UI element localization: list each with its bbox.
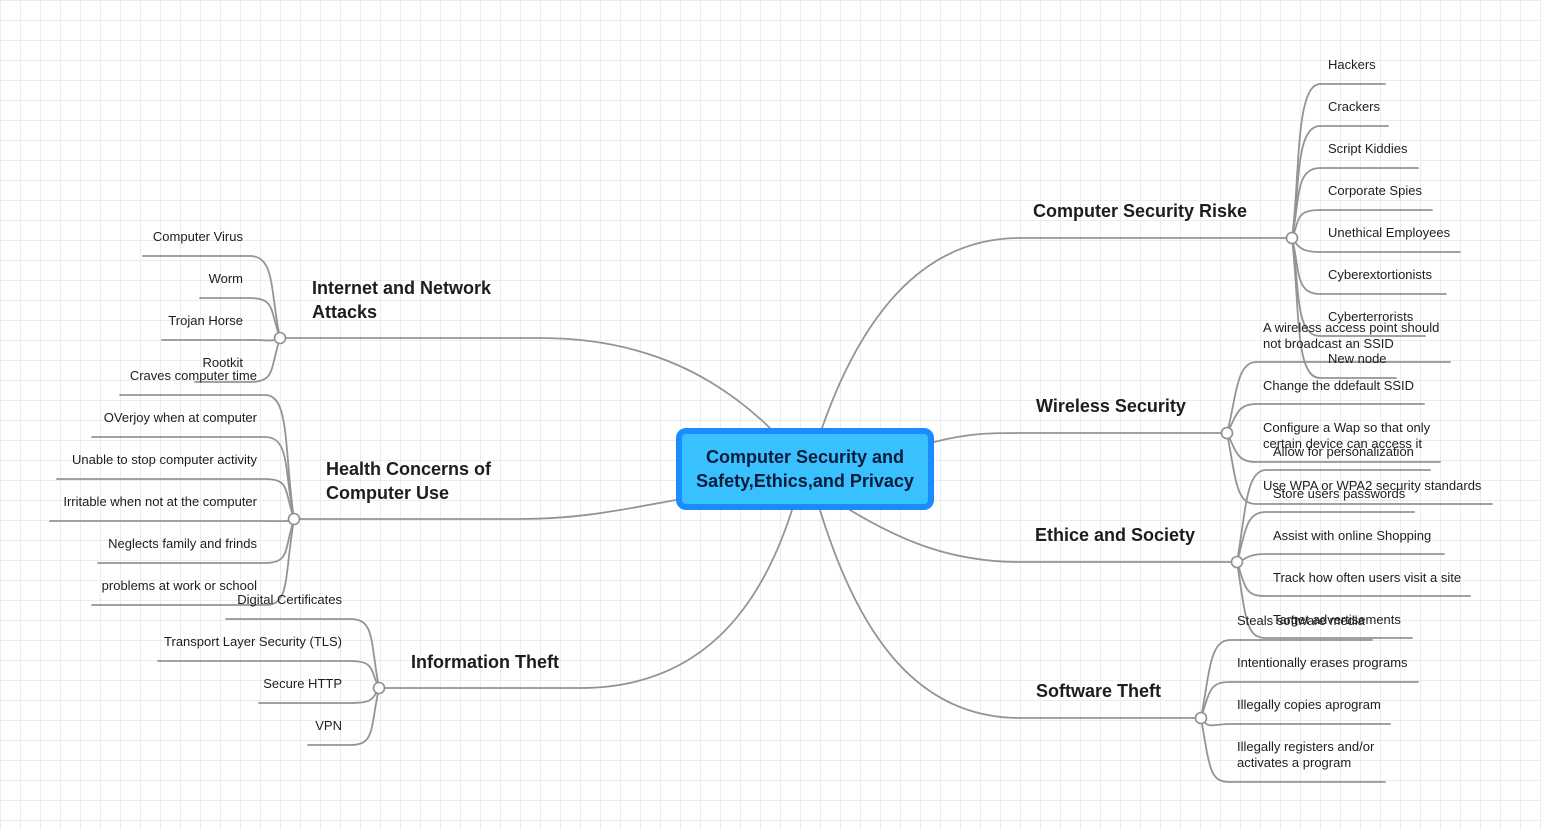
leaf-irritable[interactable]: Irritable when not at the computer	[63, 494, 257, 509]
branch-computer-security-risks[interactable]: Computer Security Riske	[1033, 201, 1248, 221]
leaf-crackers[interactable]: Crackers	[1328, 99, 1381, 114]
leaf-assist-shopping[interactable]: Assist with online Shopping	[1273, 528, 1432, 543]
leaf-work-problems[interactable]: problems at work or school	[101, 578, 257, 593]
leaf-secure-http[interactable]: Secure HTTP	[263, 676, 342, 691]
leaf-worm[interactable]: Worm	[208, 271, 243, 286]
branch-information-theft[interactable]: Information Theft	[411, 652, 559, 672]
leaf-cyberterrorists[interactable]: Cyberterrorists	[1328, 309, 1414, 324]
leaf-craves-time[interactable]: Craves computer time	[129, 368, 257, 383]
branch-internet-network-attacks[interactable]: Internet and Network Attacks	[312, 278, 492, 322]
leaf-hackers[interactable]: Hackers	[1328, 57, 1376, 72]
branch-wireless-security[interactable]: Wireless Security	[1036, 396, 1186, 416]
leaf-tls[interactable]: Transport Layer Security (TLS)	[164, 634, 342, 649]
leaf-neglects-family[interactable]: Neglects family and frinds	[108, 536, 257, 551]
leaf-no-broadcast-ssid[interactable]: A wireless access point should not broad…	[1263, 320, 1440, 351]
central-topic-label: Computer Security and Safety,Ethics,and …	[696, 447, 914, 491]
leaf-track-visits[interactable]: Track how often users visit a site	[1273, 570, 1462, 585]
leaf-rootkit[interactable]: Rootkit	[202, 355, 243, 370]
branch-software-theft[interactable]: Software Theft	[1036, 681, 1162, 701]
leaf-corporate-spies[interactable]: Corporate Spies	[1328, 183, 1422, 198]
leaf-allow-personalization[interactable]: Allow for personalization	[1273, 444, 1414, 459]
branch-health-concerns[interactable]: Health Concerns of Computer Use	[326, 459, 492, 503]
leaf-digital-certificates[interactable]: Digital Certificates	[237, 592, 342, 607]
leaf-new-node[interactable]: New node	[1328, 351, 1387, 366]
leaf-erases-programs[interactable]: Intentionally erases programs	[1237, 655, 1408, 670]
central-topic[interactable]: Computer Security and Safety,Ethics,and …	[676, 428, 934, 510]
leaf-store-passwords[interactable]: Store users passwords	[1273, 486, 1406, 501]
leaf-registers-program[interactable]: Illegally registers and/or activates a p…	[1237, 739, 1375, 770]
leaf-vpn[interactable]: VPN	[315, 718, 342, 733]
leaf-configure-wap[interactable]: Configure a Wap so that only certain dev…	[1263, 420, 1431, 451]
leaf-computer-virus[interactable]: Computer Virus	[152, 229, 243, 244]
leaf-unethical-employees[interactable]: Unethical Employees	[1328, 225, 1451, 240]
leaf-script-kiddies[interactable]: Script Kiddies	[1328, 141, 1408, 156]
leaf-unable-to-stop[interactable]: Unable to stop computer activity	[72, 452, 257, 467]
leaf-trojan-horse[interactable]: Trojan Horse	[168, 313, 243, 328]
leaf-overjoy[interactable]: OVerjoy when at computer	[103, 410, 257, 425]
branch-ethics-and-society[interactable]: Ethice and Society	[1035, 525, 1196, 545]
leaf-copies-program[interactable]: Illegally copies aprogram	[1237, 697, 1381, 712]
leaf-target-ads[interactable]: Target advertisements	[1273, 612, 1401, 627]
leaf-change-default-ssid[interactable]: Change the ddefault SSID	[1263, 378, 1415, 393]
leaf-cyberextortionists[interactable]: Cyberextortionists	[1328, 267, 1433, 282]
leaf-steals-media[interactable]: Steals software media	[1237, 613, 1365, 628]
leaf-use-wpa[interactable]: Use WPA or WPA2 security standards	[1263, 478, 1482, 493]
